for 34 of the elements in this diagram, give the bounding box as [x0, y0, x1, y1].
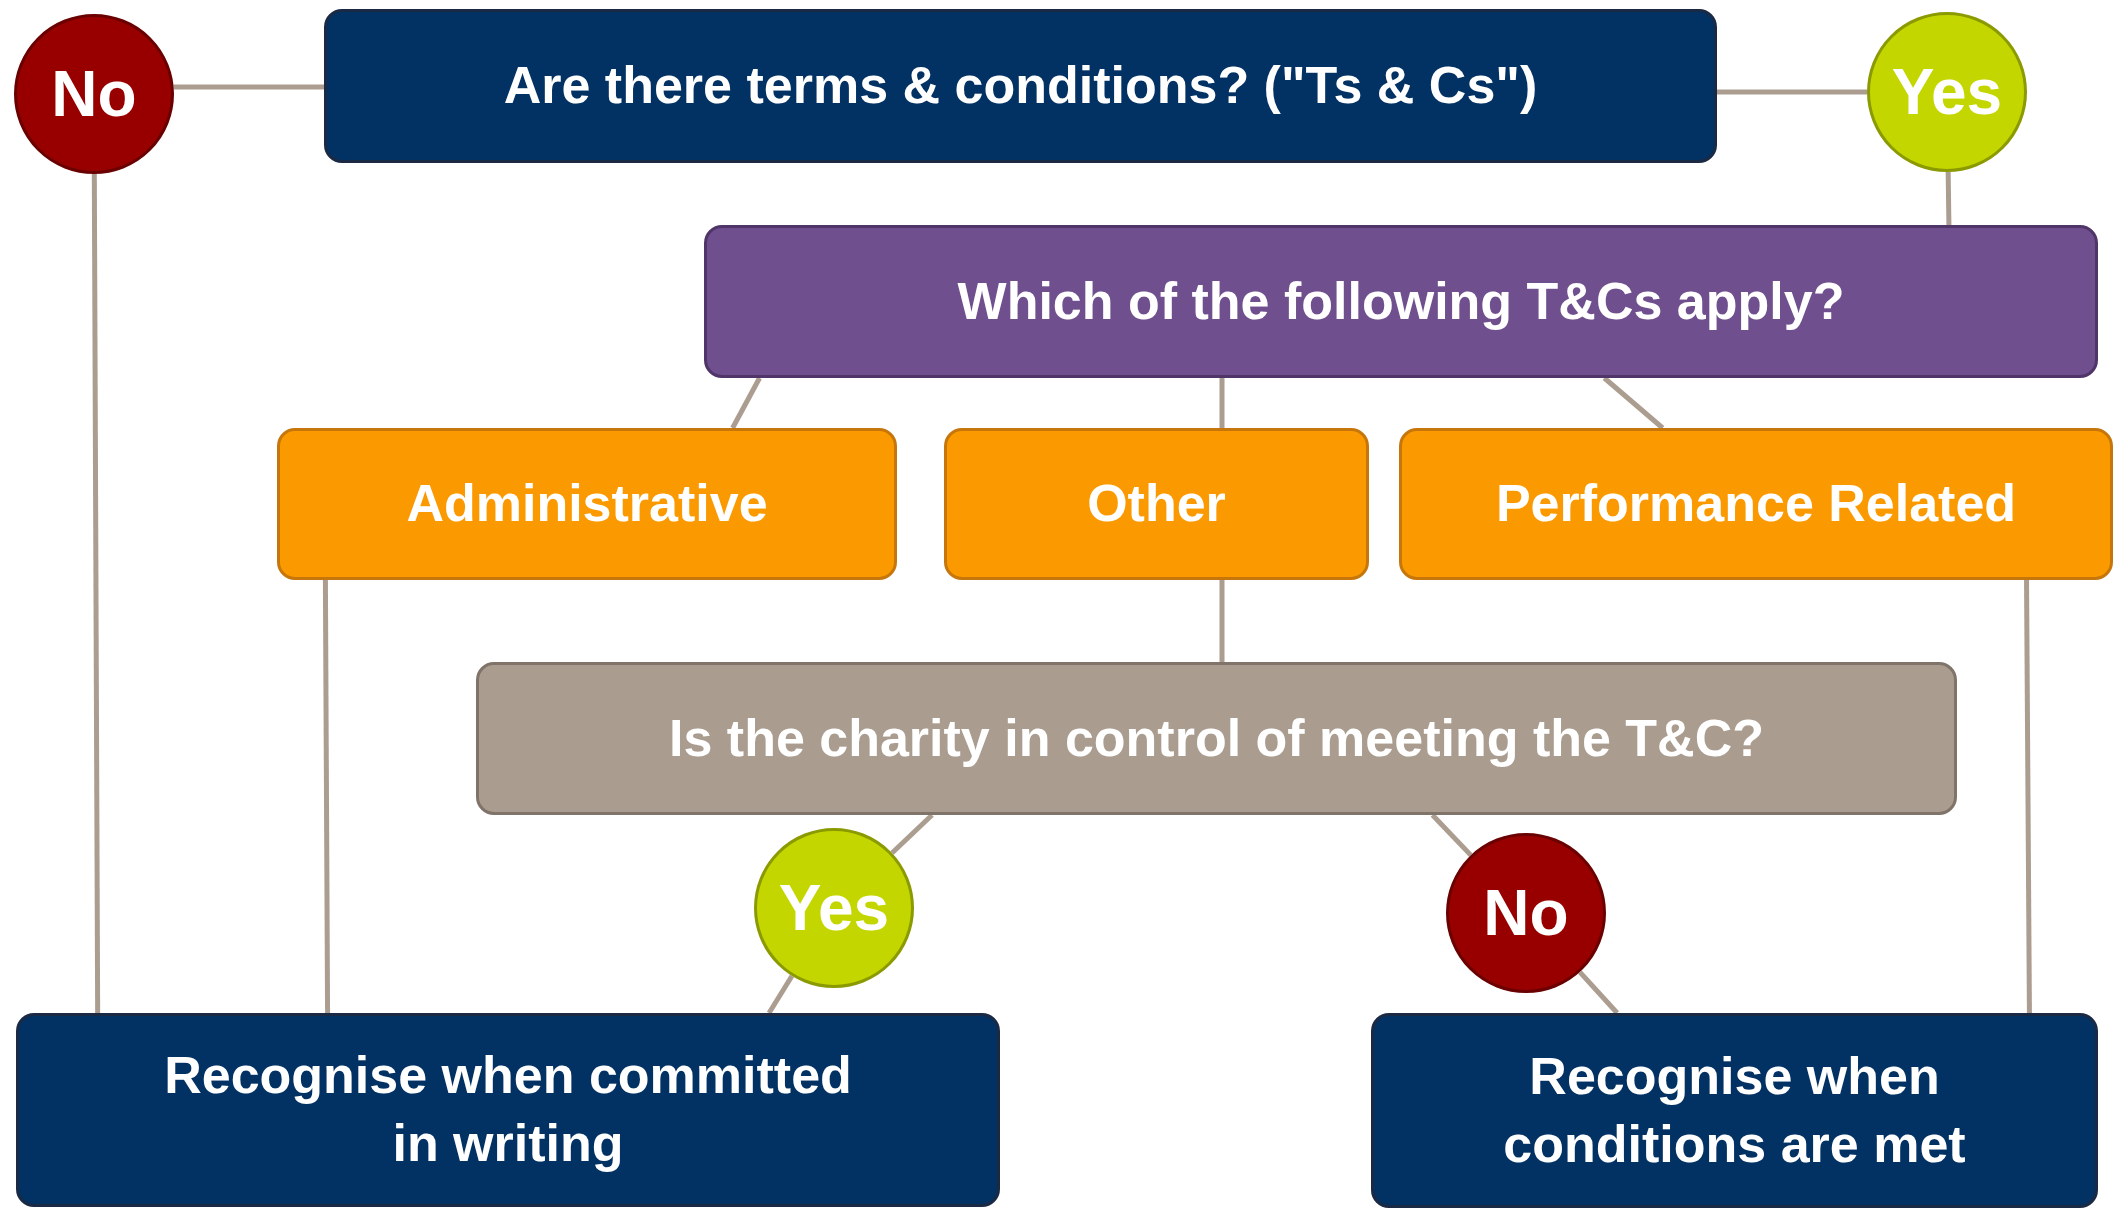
connector-line	[1219, 580, 1225, 662]
connector-line	[730, 376, 762, 430]
question-box	[704, 225, 2098, 378]
node-label: Which of the following T&Cs apply?	[957, 270, 1845, 332]
node-label: Recognise when conditions are met	[1502, 1045, 1967, 1175]
node-label: Administrative	[406, 473, 768, 535]
node-label: Other	[1087, 473, 1226, 535]
question-box	[476, 662, 1957, 815]
connector-line	[2024, 580, 2032, 1013]
node-label: No	[51, 57, 137, 131]
connector-line	[890, 813, 934, 855]
connector-line	[1717, 89, 1867, 95]
connector-line	[1430, 813, 1473, 857]
decision-box	[16, 1013, 1000, 1207]
connector-line	[173, 84, 324, 90]
connector-line	[1219, 378, 1225, 428]
node-label: Are there terms & conditions? ("Ts & Cs")	[503, 55, 1538, 117]
node-label: Is the charity in control of meeting the T&C?	[669, 707, 1764, 769]
node-label: Recognise when committed in writing	[163, 1045, 853, 1174]
connector-line	[766, 974, 795, 1015]
connector-line	[1945, 171, 1952, 226]
connector-line	[91, 174, 101, 1013]
category-box	[1399, 428, 2113, 580]
node-label: Yes	[1891, 55, 2003, 129]
decision-box	[1371, 1013, 2098, 1208]
node-label: Performance Related	[1495, 473, 2017, 535]
node-label: No	[1483, 876, 1569, 950]
node-label: Yes	[778, 871, 890, 945]
connector-line	[322, 580, 331, 1013]
connector-line	[1578, 970, 1619, 1015]
connector-line	[1602, 376, 1665, 430]
decision-box	[324, 9, 1717, 163]
category-box	[277, 428, 897, 580]
category-box	[944, 428, 1369, 580]
